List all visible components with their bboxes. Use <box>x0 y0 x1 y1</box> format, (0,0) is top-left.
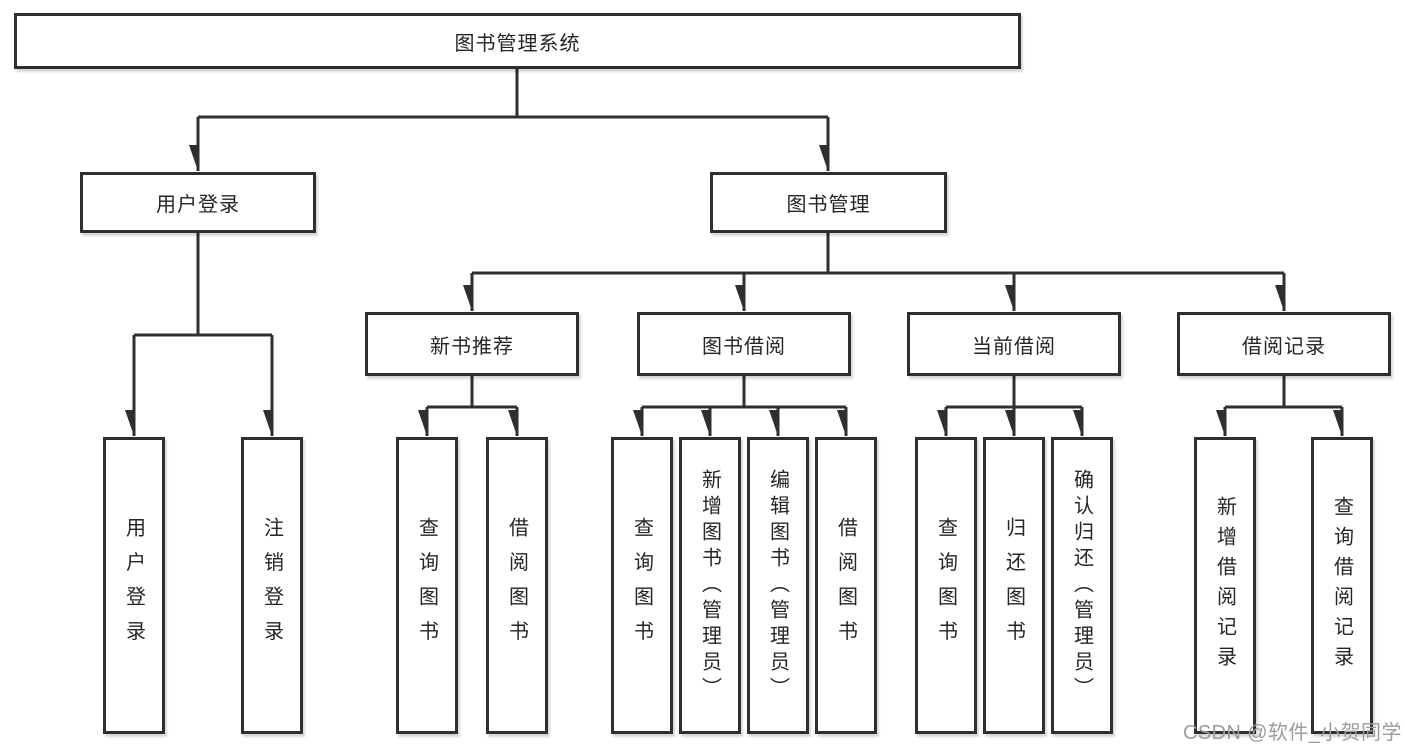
node-label: 借阅图书 <box>505 516 528 655</box>
node-borrowing-records: 借阅记录 <box>1177 312 1391 376</box>
node-label: 新增借阅记录 <box>1213 495 1236 676</box>
node-label: 查询借阅记录 <box>1330 495 1353 676</box>
node-label: 当前借阅 <box>972 335 1056 358</box>
connector-bookmgmt-trunk <box>472 233 1284 275</box>
node-label: 图书管理系统 <box>454 32 581 55</box>
node-label: 查询图书 <box>630 516 653 655</box>
connector-current-trunk <box>946 376 1082 409</box>
node-label: 确认归还（管理员） <box>1070 468 1093 703</box>
csdn-watermark: CSDN @软件_小贺同学 <box>1183 722 1402 744</box>
leaf-confirm-return-admin: 确认归还（管理员） <box>1051 437 1113 734</box>
node-label: 用户登录 <box>122 516 145 655</box>
leaf-return-books: 归还图书 <box>983 437 1045 734</box>
node-label: 查询图书 <box>415 516 438 655</box>
node-user-login: 用户登录 <box>80 172 316 233</box>
node-label: 新书推荐 <box>430 335 514 358</box>
node-book-management: 图书管理 <box>710 172 947 233</box>
leaf-user-login: 用户登录 <box>103 437 165 734</box>
node-label: 编辑图书（管理员） <box>766 468 789 703</box>
node-label: 图书借阅 <box>702 335 786 358</box>
connector-borrow-trunk <box>642 376 846 409</box>
node-current-borrowing: 当前借阅 <box>907 312 1121 376</box>
node-label: 借阅记录 <box>1242 335 1326 358</box>
node-label: 图书管理 <box>786 194 871 216</box>
connector-userlogin-trunk <box>134 233 272 337</box>
leaf-edit-books-admin: 编辑图书（管理员） <box>747 437 809 734</box>
leaf-query-borrow-record: 查询借阅记录 <box>1311 437 1373 734</box>
node-new-book-recommend: 新书推荐 <box>365 312 579 376</box>
node-label: 借阅图书 <box>834 516 857 655</box>
node-label: 查询图书 <box>934 516 957 655</box>
connector-record-trunk <box>1225 376 1342 409</box>
node-book-borrowing: 图书借阅 <box>637 312 851 376</box>
connector-newbook-trunk <box>427 376 517 409</box>
node-label: 新增图书（管理员） <box>698 468 721 703</box>
leaf-add-books-admin: 新增图书（管理员） <box>679 437 741 734</box>
leaf-query-books-recommend: 查询图书 <box>396 437 458 734</box>
leaf-borrow-books: 借阅图书 <box>815 437 877 734</box>
node-label: 归还图书 <box>1002 516 1025 655</box>
leaf-query-books-borrowing: 查询图书 <box>611 437 673 734</box>
node-label: 注销登录 <box>260 516 283 655</box>
leaf-logout: 注销登录 <box>241 437 303 734</box>
leaf-query-books-current: 查询图书 <box>915 437 977 734</box>
node-label: 用户登录 <box>156 194 240 216</box>
leaf-add-borrow-record: 新增借阅记录 <box>1194 437 1256 734</box>
node-root-library-system: 图书管理系统 <box>14 13 1021 69</box>
leaf-borrow-books-recommend: 借阅图书 <box>486 437 548 734</box>
connector-root-trunk <box>198 69 828 119</box>
